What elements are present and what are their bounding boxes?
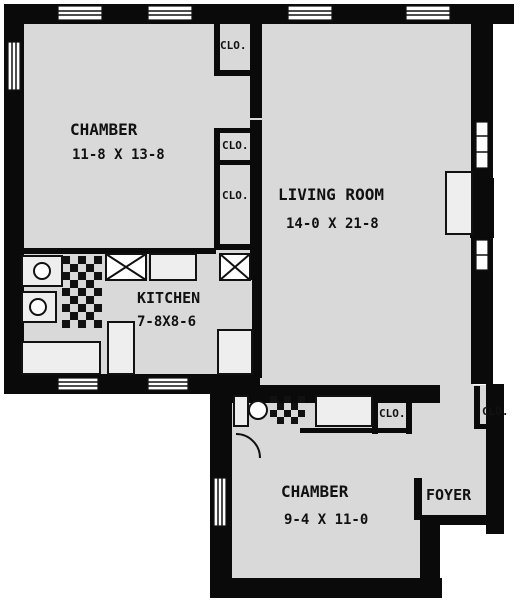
kitchen-counter [149,253,197,281]
fireplace [445,171,473,235]
kitchen-cabinet-x-2 [219,253,251,281]
clo-label-mid-lower: CLO. [222,189,249,202]
wall-partition-lower [250,120,262,280]
chamber-1-dims: 11-8 X 13-8 [72,147,165,163]
wall-kitchen-top [14,248,216,254]
wall-clo-top [214,22,220,72]
bath-basin [248,400,268,420]
clo-label-foyer: CLO. [482,405,509,418]
wall-step [210,385,440,403]
wall-lower-clo-bottom [300,428,410,433]
wall-clo-mid-bottom [214,244,252,250]
kitchen-stove [21,291,57,323]
chamber-1-name: CHAMBER [70,120,138,139]
wall-clo-mid-top [214,128,252,133]
fixtures [21,171,473,459]
wall-foyer-right [486,384,504,534]
wall-lower-clo-right [406,396,412,434]
bath-fixture [233,395,249,427]
window-left [7,41,21,91]
clo-label-mid-upper: CLO. [222,139,249,152]
wall-foyer-bottom [420,515,504,525]
wall-kitchen-left [4,250,18,390]
window-right-2 [475,239,489,271]
kitchen-cabinet-bottom-1 [107,321,135,375]
chamber-2-dims: 9-4 X 11-0 [284,512,368,528]
living-room-dims: 14-0 X 21-8 [286,216,379,232]
foyer-name: FOYER [426,486,472,504]
window-top-2 [147,5,193,21]
wall-lower-bottom [210,578,442,598]
clo-label-lower-chamber: CLO. [379,407,406,420]
windows [7,5,489,527]
wall-lower-right [420,518,440,598]
wall-clo-mid-div [214,160,252,165]
kitchen-name: KITCHEN [137,289,200,307]
window-kitchen-1 [57,377,99,391]
wall-lower-clo-left [372,396,378,434]
bath-tub [315,395,373,427]
wall-foyer-divider [414,478,422,520]
living-room-name: LIVING ROOM [278,185,384,204]
window-lower-left [213,477,227,527]
wall-foyer-clo-bottom [474,424,504,429]
wall-top [4,4,514,24]
wall-fireplace-back [470,178,494,238]
floor-foyer [418,385,493,525]
window-right-1 [475,121,489,169]
labels: CLO. CLO. CLO. CLO. CLO. CHAMBER 11-8 X … [70,39,509,528]
wall-partition-upper [250,22,262,118]
chamber-2-name: CHAMBER [281,482,349,501]
floor-living-room [258,22,473,387]
kitchen-dims: 7-8X8-6 [137,314,196,330]
window-top-1 [57,5,103,21]
bath-tile-grid [270,396,305,424]
door-swing [235,433,261,459]
walls [4,4,514,598]
wall-clo-mid-left [214,128,220,248]
clo-label-top: CLO. [220,39,247,52]
window-kitchen-2 [147,377,189,391]
kitchen-counter-bottom [21,341,101,375]
kitchen-cabinet-bottom-2 [217,329,253,375]
kitchen-tile-grid [62,256,102,328]
wall-foyer-clo [474,386,480,426]
kitchen-cabinet-x-1 [105,253,147,281]
kitchen-sink-basin [33,262,51,280]
floor-chamber-1 [24,22,264,252]
window-top-4 [405,5,451,21]
wall-kitchen-right [252,250,262,378]
wall-clo-top-bottom [214,70,254,76]
window-top-3 [287,5,333,21]
kitchen-stove-burner [29,298,47,316]
